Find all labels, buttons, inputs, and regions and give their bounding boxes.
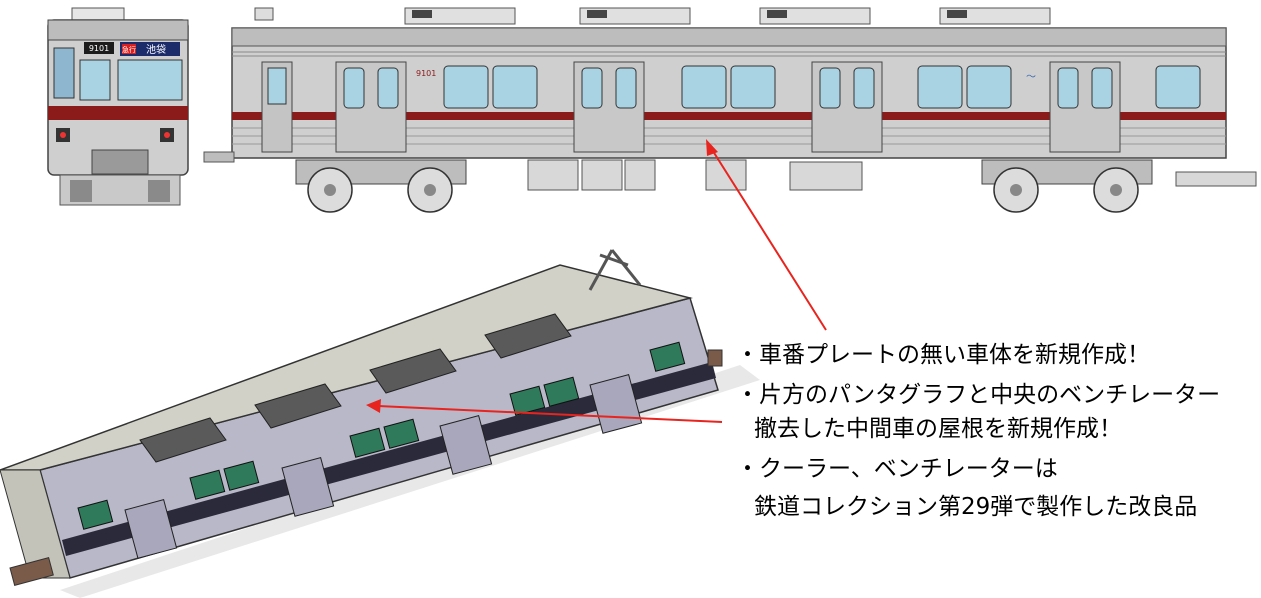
roof-3d-model bbox=[0, 249, 760, 598]
front-view: 9101 急行 池袋 bbox=[47, 7, 189, 206]
logo-mark-icon: 〜 bbox=[1026, 72, 1036, 83]
destination-text: 池袋 bbox=[146, 43, 166, 56]
bogie-front bbox=[295, 159, 467, 213]
note-cooler-line1: ・クーラー、ベンチレーターは bbox=[736, 456, 1058, 482]
note-cooler-line2: 鉄道コレクション第29弾で製作した改良品 bbox=[754, 494, 1198, 520]
destination-badge: 急行 bbox=[122, 45, 136, 54]
note-car-body: ・車番プレートの無い車体を新規作成！ bbox=[736, 342, 1150, 368]
front-car-number: 9101 bbox=[89, 44, 109, 53]
arrow-head-roof-icon bbox=[366, 399, 381, 413]
callout-arrows bbox=[366, 139, 827, 423]
note-roof-line2: 撤去した中間車の屋根を新規作成！ bbox=[754, 416, 1122, 442]
side-car-number: 9101 bbox=[416, 69, 436, 78]
bogie-rear bbox=[981, 159, 1153, 213]
arrow-head-side-icon bbox=[706, 139, 718, 156]
note-roof-line1: ・片方のパンタグラフと中央のベンチレーター bbox=[736, 382, 1221, 408]
side-view: 9101 〜 bbox=[203, 7, 1257, 213]
